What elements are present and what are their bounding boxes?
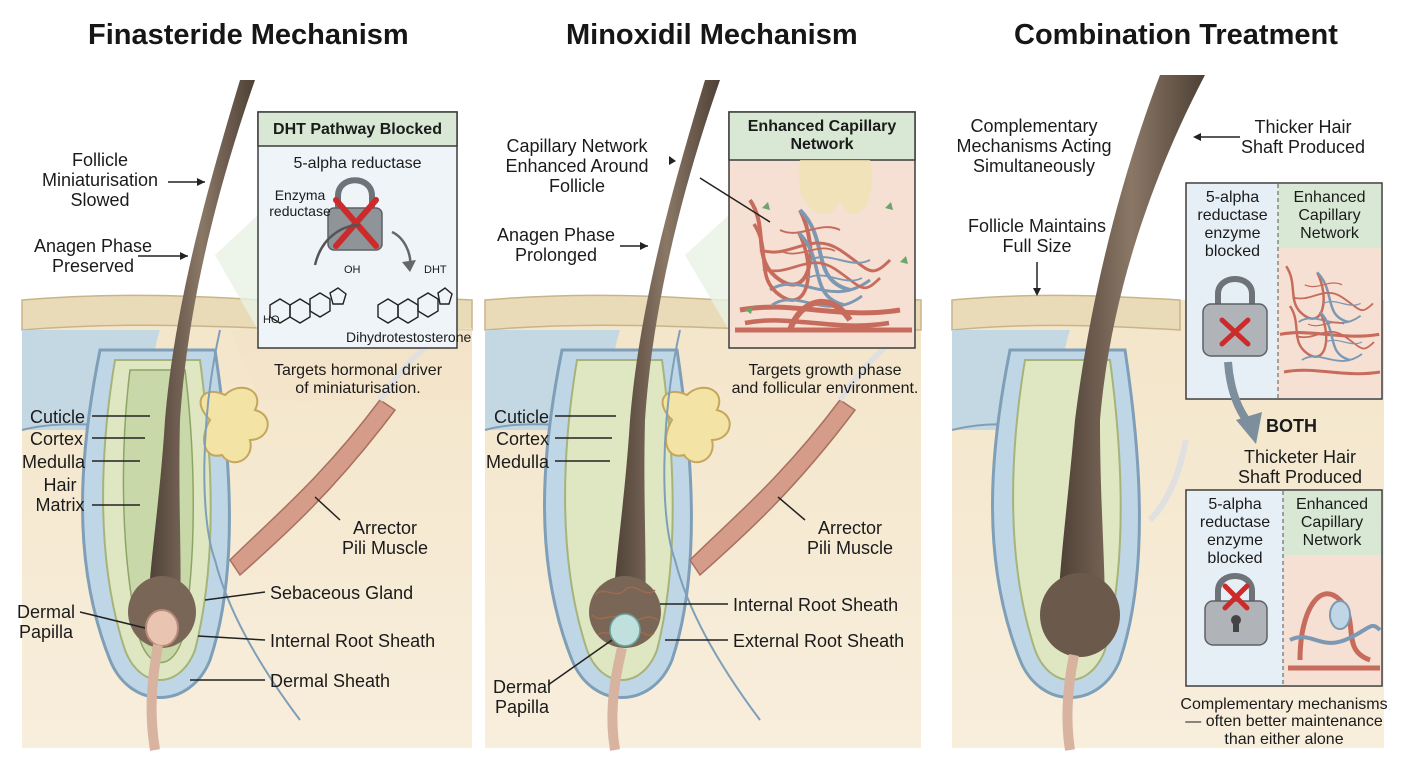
label-follicle-maintains: Follicle Maintains Full Size: [967, 216, 1107, 257]
label-medulla: Medulla: [22, 452, 86, 472]
label-cuticle-2: Cuticle: [494, 407, 550, 427]
label-external-root-sheath: External Root Sheath: [733, 631, 905, 651]
inset-title-capillary: Enhanced Capillary Network: [747, 118, 897, 153]
label-hair-matrix: Hair Matrix: [35, 475, 85, 516]
caption-combination: Complementary mechanisms — often better …: [1180, 696, 1388, 748]
label-medulla-2: Medulla: [486, 452, 550, 472]
label-enzyma-reductase: Enzyma reductase: [269, 187, 331, 219]
label-capillary-enhanced: Capillary Network Enhanced Around Follic…: [505, 136, 649, 197]
box1-capillary: Enhanced Capillary Network: [1293, 189, 1366, 242]
label-internal-root-sheath-2: Internal Root Sheath: [733, 595, 899, 615]
label-follicle-miniaturisation: Follicle Miniaturisation Slowed: [41, 150, 159, 211]
label-thicketer-hair: Thicketer Hair Shaft Produced: [1237, 447, 1363, 488]
inset-title-dht-blocked: DHT Pathway Blocked: [273, 121, 442, 138]
label-dermal-sheath: Dermal Sheath: [270, 671, 391, 691]
box2-alpha-blocked: 5-alpha reductase enzyme blocked: [1199, 496, 1271, 567]
label-cortex-2: Cortex: [496, 429, 550, 449]
label-thicker-hair: Thicker Hair Shaft Produced: [1240, 117, 1366, 158]
label-arrector-pili: Arrector Pili Muscle: [341, 518, 429, 559]
panel-combination: [951, 75, 1384, 751]
caption-finasteride: Targets hormonal driver of miniaturisati…: [273, 362, 443, 397]
label-dht: DHT: [424, 264, 447, 276]
label-dihydrotestosterone: Dihydrotestosterone: [346, 329, 472, 345]
title-minoxidil: Minoxidil Mechanism: [566, 19, 858, 51]
label-5-alpha-reductase: 5-alpha reductase: [293, 155, 422, 172]
label-internal-root-sheath: Internal Root Sheath: [270, 631, 436, 651]
label-cuticle: Cuticle: [30, 407, 86, 427]
label-anagen-prolonged: Anagen Phase Prolonged: [496, 225, 616, 266]
label-ho: HO: [263, 314, 280, 326]
title-combination: Combination Treatment: [1014, 19, 1338, 51]
label-complementary: Complementary Mechanisms Acting Simultan…: [956, 116, 1112, 177]
box2-capillary: Enhanced Capillary Network: [1295, 496, 1369, 549]
caption-minoxidil: Targets growth phase and follicular envi…: [731, 362, 919, 397]
box1-alpha-blocked: 5-alpha reductase enzyme blocked: [1197, 189, 1268, 260]
label-sebaceous-gland: Sebaceous Gland: [270, 583, 414, 603]
title-finasteride: Finasteride Mechanism: [88, 19, 409, 51]
label-anagen-preserved: Anagen Phase Preserved: [33, 236, 153, 277]
label-both: BOTH: [1266, 416, 1317, 436]
label-dermal-papilla: Dermal Papilla: [16, 602, 75, 643]
label-arrector-pili-2: Arrector Pili Muscle: [806, 518, 894, 559]
panel-minoxidil: [484, 80, 922, 751]
label-cortex: Cortex: [30, 429, 84, 449]
panel-finasteride: [21, 80, 473, 751]
label-oh: OH: [344, 264, 361, 276]
label-dermal-papilla-2: Dermal Papilla: [492, 677, 551, 718]
